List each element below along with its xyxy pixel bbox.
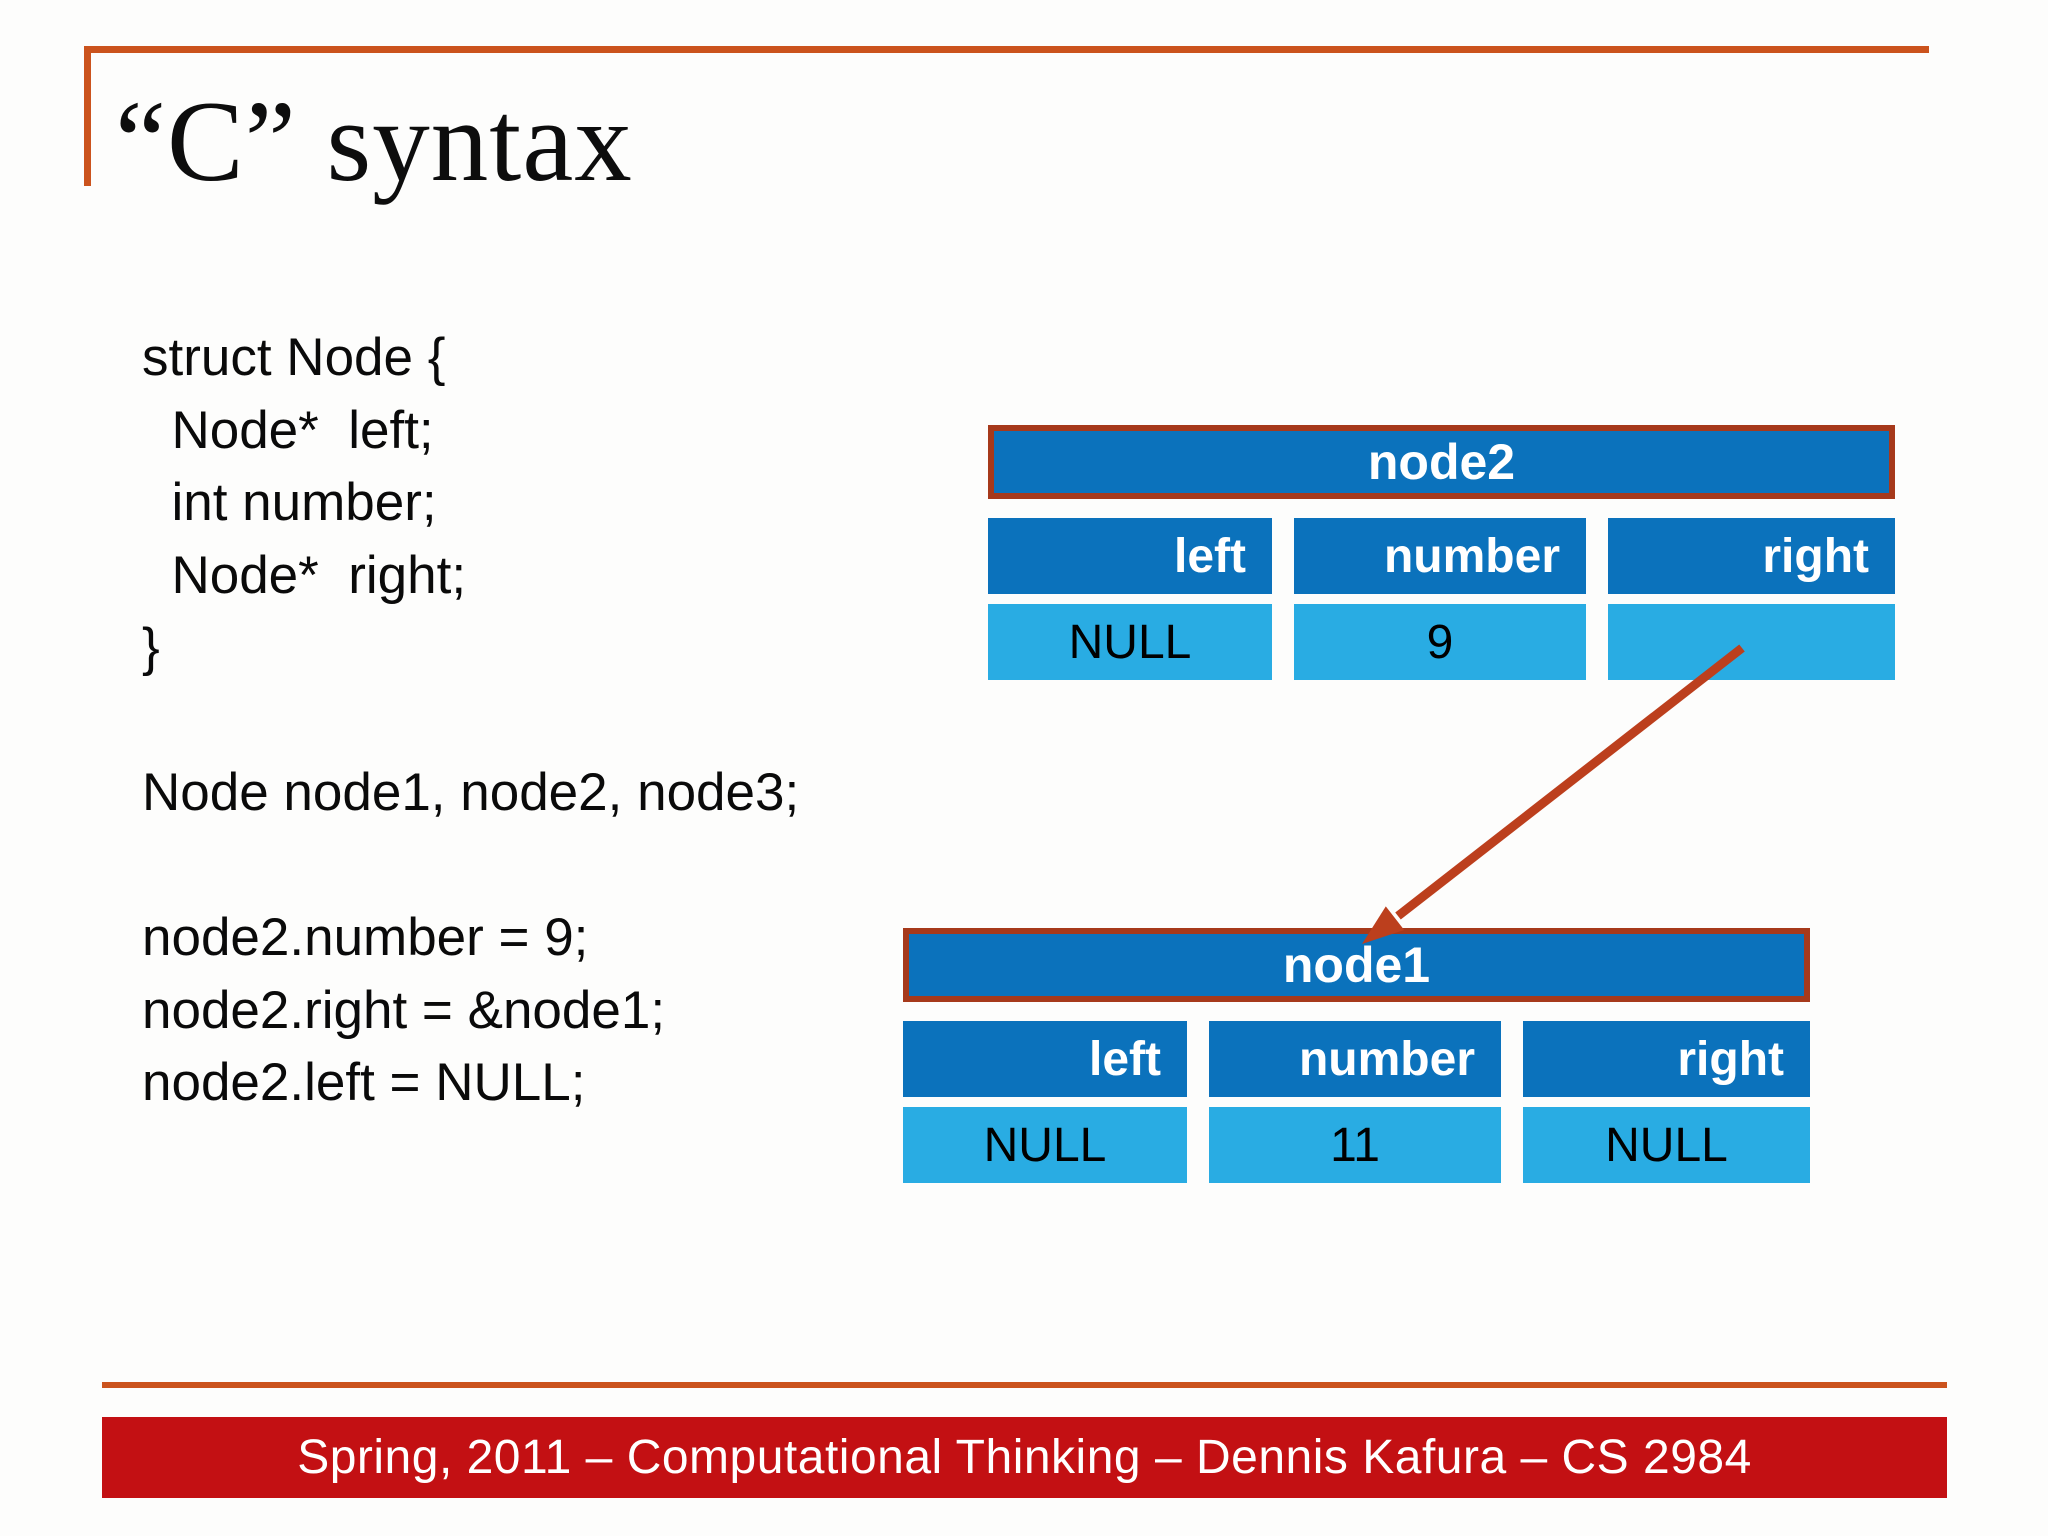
code-line-blank bbox=[142, 830, 799, 903]
node1-value-number: 11 bbox=[1209, 1107, 1501, 1183]
node2-value-left: NULL bbox=[988, 604, 1272, 680]
top-accent-rule bbox=[84, 46, 1929, 53]
code-line: node2.left = NULL; bbox=[142, 1053, 586, 1112]
node2-value-right bbox=[1608, 604, 1895, 680]
code-line: } bbox=[142, 618, 160, 677]
code-block: struct Node { Node* left; int number; No… bbox=[142, 322, 799, 1120]
node1-table: node1 left number right NULL 11 NULL bbox=[903, 928, 1813, 1186]
node1-header-number: number bbox=[1209, 1021, 1501, 1097]
code-line: node2.number = 9; bbox=[142, 908, 589, 967]
slide-title: “C” syntax bbox=[115, 78, 633, 205]
node2-title-box: node2 bbox=[988, 425, 1895, 499]
node2-header-left: left bbox=[988, 518, 1272, 594]
code-line: Node* right; bbox=[142, 545, 467, 605]
code-line-blank bbox=[142, 685, 799, 758]
node2-header-right: right bbox=[1608, 518, 1895, 594]
left-accent-bracket bbox=[84, 46, 91, 186]
footer-text: Spring, 2011 – Computational Thinking – … bbox=[297, 1431, 1752, 1484]
code-line: struct Node { bbox=[142, 328, 446, 387]
code-line: Node node1, node2, node3; bbox=[142, 763, 800, 822]
node1-value-right: NULL bbox=[1523, 1107, 1810, 1183]
node2-value-number: 9 bbox=[1294, 604, 1586, 680]
code-line: int number; bbox=[142, 473, 437, 532]
node1-value-left: NULL bbox=[903, 1107, 1187, 1183]
node1-header-left: left bbox=[903, 1021, 1187, 1097]
node1-title-box: node1 bbox=[903, 928, 1810, 1002]
footer-bar: Spring, 2011 – Computational Thinking – … bbox=[102, 1417, 1947, 1498]
code-line: Node* left; bbox=[142, 400, 434, 460]
footer-accent-rule bbox=[102, 1382, 1947, 1388]
node1-header-right: right bbox=[1523, 1021, 1810, 1097]
node2-header-number: number bbox=[1294, 518, 1586, 594]
code-line: node2.right = &node1; bbox=[142, 980, 666, 1040]
node2-table: node2 left number right NULL 9 bbox=[988, 425, 1898, 683]
